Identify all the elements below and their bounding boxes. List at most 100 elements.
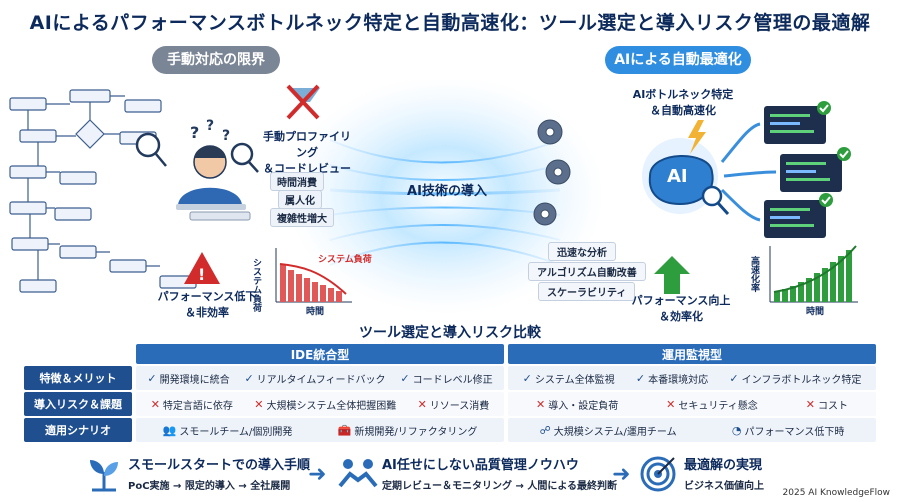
list-item: ✓インフラボトルネック特定 — [729, 371, 862, 386]
svg-text:?: ? — [206, 118, 214, 134]
svg-text:?: ? — [190, 123, 199, 142]
comparison-title: ツール選定と導入リスク比較 — [359, 325, 541, 341]
left-chart-series-label: システム負荷 — [318, 255, 372, 265]
cross-icon: ✕ — [150, 397, 160, 411]
ide-cell: ✓開発環境に統合 ✓リアルタイムフィードバック ✓コードレベル修正 — [136, 366, 504, 390]
ide-cell: 👥スモールチーム/個別開発 🧰新規開発/リファクタリング — [136, 418, 504, 442]
manual-profiling-label: 手動プロファイリング ＆コードレビュー — [263, 130, 351, 175]
list-item: ◔パフォーマンス低下時 — [731, 423, 845, 438]
check-icon: ✓ — [729, 371, 739, 385]
list-item: ✕セキュリティ懸念 — [666, 397, 758, 412]
question-mark-icon: ? ? ? — [190, 118, 230, 144]
arrow-right-icon: ➜ — [612, 462, 631, 487]
step-sub: PoC実施 → 限定的導入 → 全社展開 — [128, 481, 291, 492]
performance-improve-label: パフォーマンス向上 ＆効率化 — [631, 294, 731, 323]
cross-icon: ✕ — [666, 397, 676, 411]
speedup-chart — [769, 245, 858, 303]
step-title: スモールスタートでの導入手順 — [128, 458, 311, 473]
list-item: ✓システム全体監視 — [522, 371, 615, 386]
table-row: 導入リスク＆課題 ✕特定言語に依存 ✕大規模システム全体把握困難 ✕リソース消費… — [24, 392, 876, 416]
stressed-developer-icon — [176, 145, 251, 221]
check-icon — [817, 101, 851, 207]
list-item: 🧰新規開発/リファクタリング — [337, 423, 478, 438]
team-icon: 👥 — [162, 423, 177, 437]
scene-graphics: ? ? ? ! — [9, 80, 858, 315]
ops-cell: ✕導入・設定負荷 ✕セキュリティ懸念 ✕コスト — [508, 392, 876, 416]
ops-cell: ☍大規模システム/運用チーム ◔パフォーマンス低下時 — [508, 418, 876, 442]
column-ide: IDE統合型 — [136, 344, 504, 364]
left-chart-xlabel: 時間 — [306, 307, 325, 317]
lightning-icon — [688, 120, 706, 154]
table-corner — [24, 344, 132, 364]
right-chart-xlabel: 時間 — [806, 307, 825, 317]
step-item: 最適解の実現 ビジネス価値向上 — [684, 454, 764, 492]
feature-tag: スケーラビリティ — [538, 282, 636, 301]
target-icon — [640, 456, 676, 492]
plant-sprout-icon — [90, 460, 118, 492]
table-header-row: IDE統合型 運用監視型 — [24, 344, 876, 364]
cross-icon — [286, 84, 320, 120]
step-sub: ビジネス価値向上 — [684, 481, 764, 492]
gears-icon — [533, 119, 571, 226]
step-title: 最適解の実現 — [684, 458, 763, 473]
column-ops: 運用監視型 — [508, 344, 876, 364]
list-item: ✕リソース消費 — [417, 397, 490, 412]
page-title: AIによるパフォーマンスボトルネック特定と自動高速化：ツール選定と導入リスク管理… — [29, 12, 871, 34]
ops-cell: ✓システム全体監視 ✓本番環境対応 ✓インフラボトルネック特定 — [508, 366, 876, 390]
check-icon: ✓ — [635, 371, 646, 385]
svg-text:AI: AI — [667, 166, 688, 187]
manual-limit-heading: 手動対応の限界 — [152, 46, 280, 74]
list-item: ✓リアルタイムフィードバック — [244, 371, 386, 386]
step-item: AI任せにしない品質管理ノウハウ 定期レビュー＆モニタリング → 人間による最終… — [382, 454, 617, 492]
bottom-steps: スモールスタートでの導入手順 PoC実施 → 限定的導入 → 全社展開 ➜ AI… — [0, 448, 900, 502]
list-item: ✕大規模システム全体把握困難 — [254, 397, 397, 412]
ai-bottleneck-label: AIボトルネック特定 ＆自動高速化 — [632, 88, 734, 117]
up-arrow-icon — [654, 256, 690, 294]
table-row: 適用シナリオ 👥スモールチーム/個別開発 🧰新規開発/リファクタリング ☍大規模… — [24, 418, 876, 442]
flow-arrow-graphic — [720, 122, 777, 222]
ide-cell: ✕特定言語に依存 ✕大規模システム全体把握困難 ✕リソース消費 — [136, 392, 504, 416]
row-label: 特徴＆メリット — [24, 366, 132, 390]
issue-tag: 属人化 — [278, 190, 322, 209]
table-row: 特徴＆メリット ✓開発環境に統合 ✓リアルタイムフィードバック ✓コードレベル修… — [24, 366, 876, 390]
check-icon: ✓ — [244, 371, 254, 385]
list-item: ✕導入・設定負荷 — [535, 397, 619, 412]
feature-tag: アルゴリズム自動改善 — [528, 262, 646, 281]
svg-text:?: ? — [222, 128, 230, 144]
list-item: 👥スモールチーム/個別開発 — [162, 423, 293, 438]
performance-drop-label: パフォーマンス低下 ＆非効率 — [157, 290, 257, 319]
code-window-icon — [764, 106, 842, 238]
cross-icon: ✕ — [417, 397, 427, 411]
list-item: ✓コードレベル修正 — [400, 371, 493, 386]
arrow-right-icon: ➜ — [308, 462, 327, 487]
list-item: ✓開発環境に統合 — [147, 371, 230, 386]
svg-text:!: ! — [198, 265, 205, 284]
cross-icon: ✕ — [254, 397, 264, 411]
cross-icon: ✕ — [805, 397, 815, 411]
list-item: ✕コスト — [805, 397, 848, 412]
list-item: ✓本番環境対応 — [635, 371, 709, 386]
right-chart-ylabel: 高速化率 — [749, 256, 759, 292]
check-icon: ✓ — [400, 371, 410, 385]
list-item: ✕特定言語に依存 — [150, 397, 233, 412]
magnifier-icon — [135, 132, 259, 173]
system-load-chart — [275, 248, 352, 303]
credit-text: 2025 AI KnowledgeFlow — [782, 488, 890, 498]
step-item: スモールスタートでの導入手順 PoC実施 → 限定的導入 → 全社展開 — [128, 454, 310, 492]
flowchart-icon — [9, 89, 197, 293]
row-label: 適用シナリオ — [24, 418, 132, 442]
ai-optimization-heading: AIによる自動最適化 — [605, 46, 751, 74]
center-flow-graphic — [285, 80, 605, 315]
comparison-table: IDE統合型 運用監視型 特徴＆メリット ✓開発環境に統合 ✓リアルタイムフィー… — [24, 344, 876, 444]
check-icon: ✓ — [147, 371, 157, 385]
ai-brain-icon: AI — [642, 138, 730, 216]
network-icon: ☍ — [539, 423, 551, 437]
step-title: AI任せにしない品質管理ノウハウ — [382, 458, 579, 473]
feature-tag: 迅速な分析 — [548, 242, 616, 261]
step-sub: 定期レビュー＆モニタリング → 人間による最終判断 — [382, 481, 618, 492]
ai-adoption-label: AI技術の導入 — [407, 184, 487, 199]
gauge-icon: ◔ — [731, 423, 742, 437]
warning-triangle-icon: ! — [184, 252, 220, 284]
row-label: 導入リスク＆課題 — [24, 392, 132, 416]
cross-icon: ✕ — [535, 397, 546, 411]
